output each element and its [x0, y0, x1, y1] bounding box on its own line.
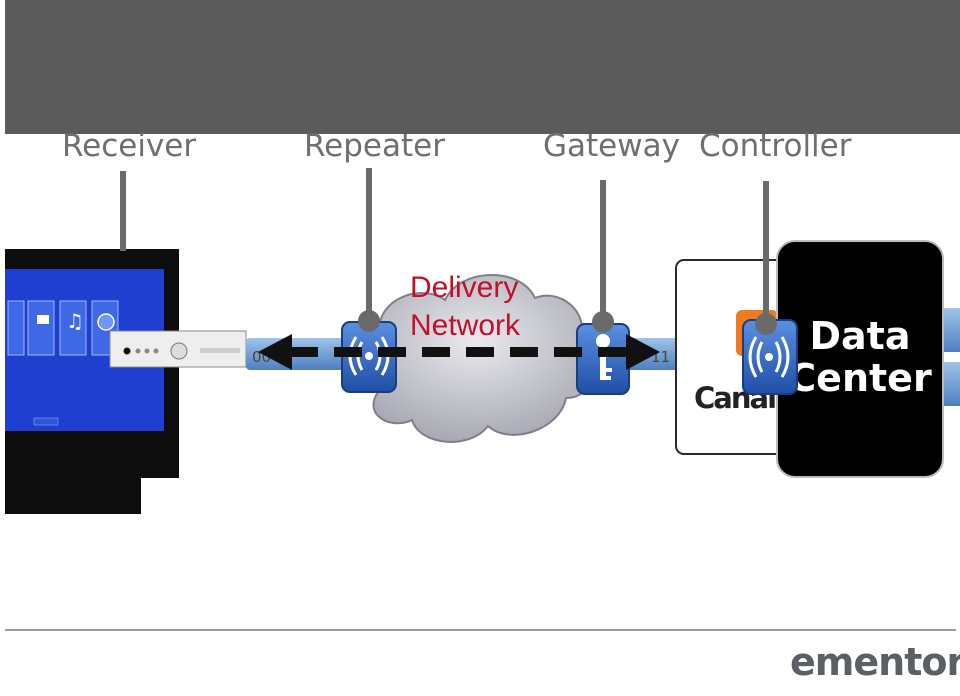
ementor-logo: ementor	[790, 640, 960, 684]
controller-pin-line	[763, 181, 769, 316]
receiver-pin-line	[120, 171, 126, 251]
controller-pin-head	[755, 313, 777, 335]
gateway-pin-head	[592, 311, 614, 333]
data-center-line1: Data	[810, 314, 911, 358]
set-top-box	[109, 330, 247, 368]
bidirectional-arrow	[258, 334, 660, 370]
controller-device	[742, 319, 798, 395]
data-center-line2: Center	[788, 356, 932, 400]
controller-label: Controller	[699, 128, 852, 164]
gateway-pin-line	[600, 180, 606, 318]
tv-monitor: ♫	[5, 249, 179, 514]
cloud-label-line1: Delivery	[410, 271, 518, 304]
gateway-device	[576, 323, 630, 395]
svg-text:♫: ♫	[66, 309, 84, 333]
repeater-pin-line	[366, 168, 372, 318]
repeater-label: Repeater	[304, 128, 445, 164]
cloud-label-line2: Network	[410, 309, 521, 342]
header-band	[5, 0, 960, 134]
gateway-label: Gateway	[543, 128, 680, 164]
repeater-pin-head	[358, 310, 380, 332]
footer-divider	[5, 629, 956, 631]
receiver-label: Receiver	[62, 128, 197, 164]
